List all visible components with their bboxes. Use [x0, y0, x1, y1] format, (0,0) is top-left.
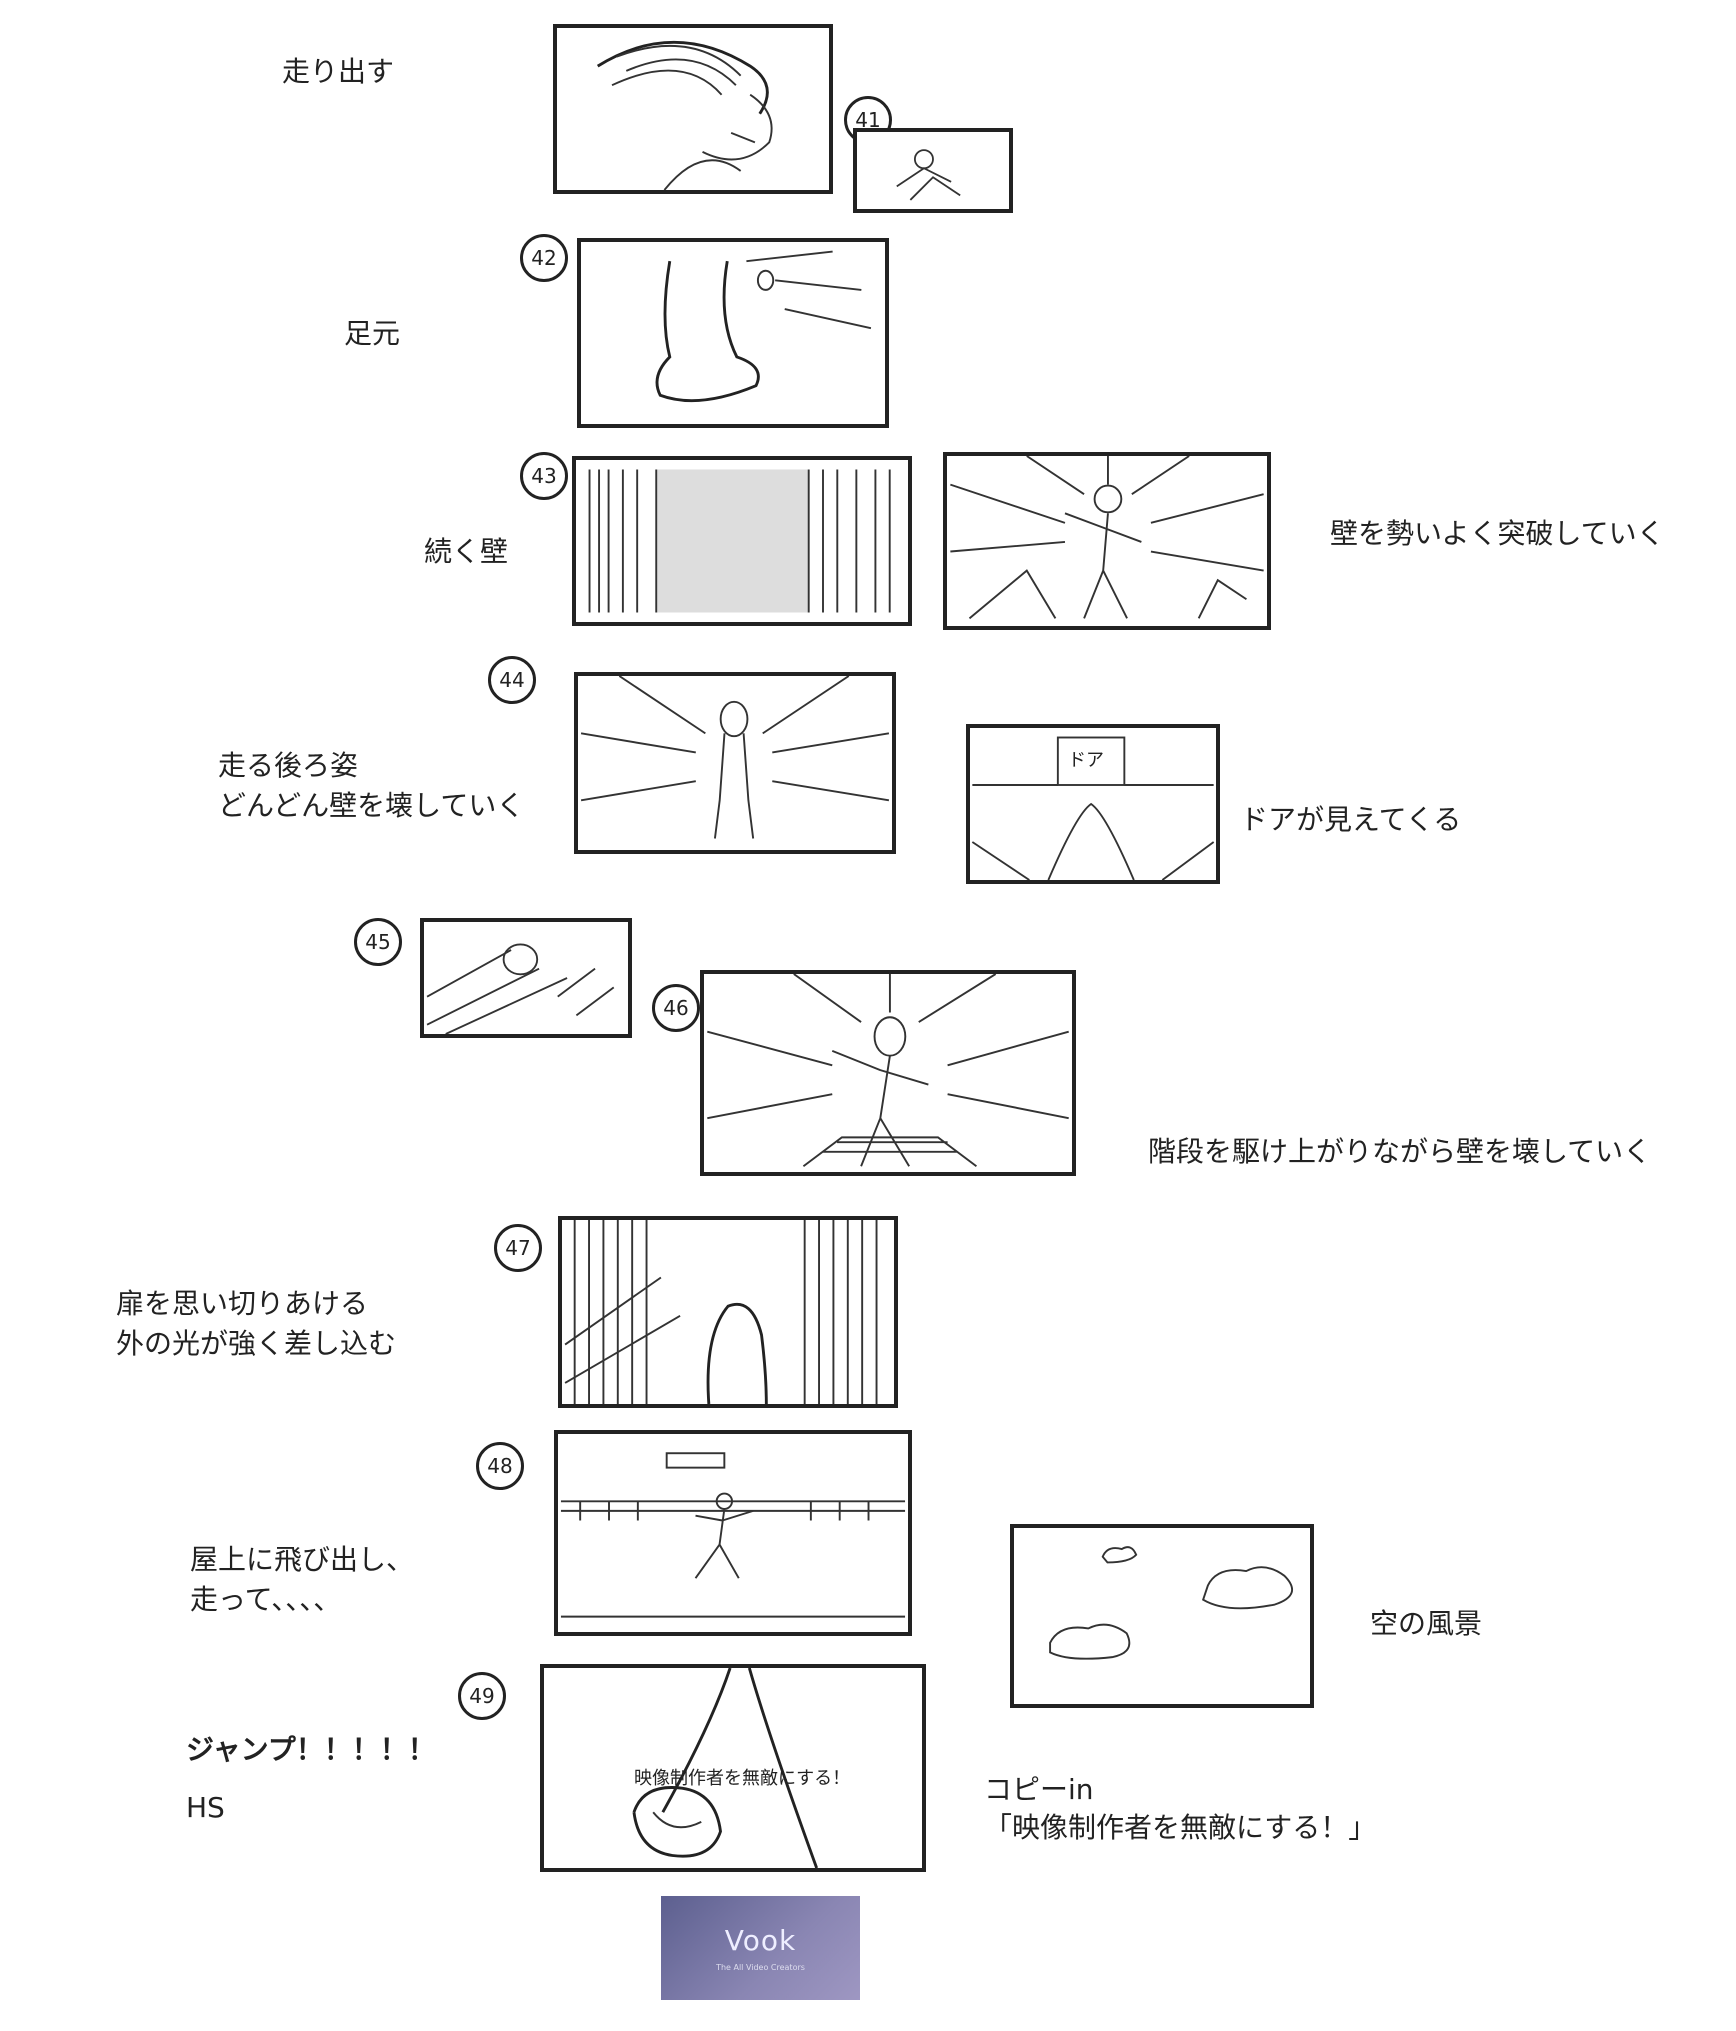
- panel-48: [554, 1430, 912, 1636]
- panel-46: [700, 970, 1076, 1176]
- sketch-running-back-view: [580, 676, 890, 839]
- sketch-wall-burst: [950, 456, 1264, 620]
- sketch-corridor-walls: [588, 469, 891, 613]
- sketch-jump-closeup: [632, 1668, 819, 1868]
- logo-subtitle: The All Video Creators: [716, 1963, 805, 1972]
- panel-49-copy: 映像制作者を無敵にする！: [634, 1768, 851, 1789]
- panel-door-appears: ドア: [966, 724, 1220, 884]
- panel-42: [577, 238, 889, 428]
- panel-run-start: [553, 24, 833, 194]
- panel-41: [853, 128, 1013, 213]
- caption-feet: 足元: [344, 317, 401, 350]
- sketch-sky-clouds: [1049, 1546, 1294, 1660]
- caption-break-wall: 壁を勢いよく突破していく: [1330, 517, 1665, 550]
- panel-number-48: 48: [476, 1442, 524, 1490]
- sketch-stairs-burst: [707, 974, 1069, 1168]
- caption-jump: ジャンプ！！！！！: [186, 1733, 436, 1766]
- vook-logo: Vook The All Video Creators: [661, 1896, 860, 2000]
- panel-49: 映像制作者を無敵にする！: [540, 1664, 926, 1872]
- caption-sky: 空の風景: [1370, 1607, 1483, 1640]
- panel-43: [572, 456, 912, 626]
- panel-break-wall: [943, 452, 1271, 630]
- sketch-rooftop-run: [560, 1452, 906, 1618]
- caption-back-view-1: 走る後ろ姿: [218, 749, 359, 782]
- panel-45: [420, 918, 632, 1038]
- caption-copy-in: コピーin: [984, 1773, 1094, 1806]
- panel-44: [574, 672, 896, 854]
- sketch-door-ahead: [971, 736, 1215, 880]
- panel-number-47: 47: [494, 1224, 542, 1272]
- caption-rooftop-2: 走って、、、、: [190, 1583, 342, 1616]
- sketch-door-open-light: [564, 1220, 878, 1404]
- caption-door-open-2: 外の光が強く差し込む: [116, 1327, 397, 1360]
- sketch-feet: [655, 250, 872, 403]
- logo-word: Vook: [724, 1924, 797, 1957]
- sketch-running-figure: [896, 149, 961, 201]
- panel-number-42: 42: [520, 234, 568, 282]
- door-sign-text: ドア: [1068, 750, 1104, 771]
- caption-wall-continues: 続く壁: [424, 535, 509, 568]
- panel-number-46: 46: [652, 984, 700, 1032]
- sketch-side-run-debris: [426, 943, 615, 1034]
- panel-number-49: 49: [458, 1672, 506, 1720]
- caption-door-appears: ドアが見えてくる: [1240, 803, 1462, 836]
- caption-copy-text: 「映像制作者を無敵にする！」: [984, 1811, 1377, 1844]
- caption-door-open-1: 扉を思い切りあける: [116, 1287, 369, 1320]
- caption-rooftop-1: 屋上に飛び出し、: [190, 1543, 415, 1576]
- caption-stairs-break: 階段を駆け上がりながら壁を壊していく: [1148, 1135, 1652, 1168]
- caption-back-view-2: どんどん壁を壊していく: [218, 789, 525, 822]
- caption-hs: HS: [186, 1791, 225, 1824]
- sketch-face-closeup: [596, 40, 773, 190]
- panel-number-43: 43: [520, 452, 568, 500]
- panel-47: [558, 1216, 898, 1408]
- panel-number-45: 45: [354, 918, 402, 966]
- caption-run-start: 走り出す: [282, 55, 395, 88]
- panel-sky: [1010, 1524, 1314, 1708]
- panel-number-44: 44: [488, 656, 536, 704]
